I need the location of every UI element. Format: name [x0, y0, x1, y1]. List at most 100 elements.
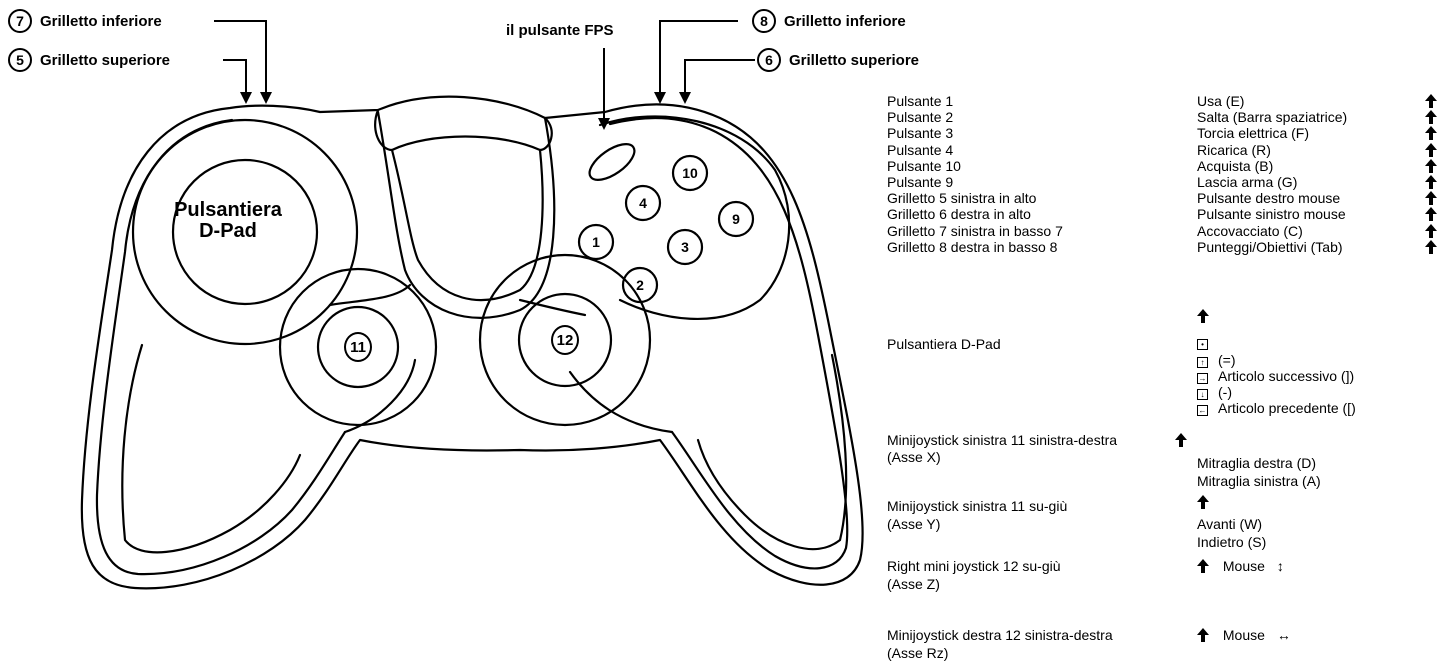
arrow-icon: [1175, 432, 1187, 448]
arrow-icon: [1425, 109, 1437, 125]
callout-label: Grilletto inferiore: [40, 12, 162, 30]
button-10: [671, 154, 709, 192]
left-stick-x-action1: Mitraglia destra (D): [1197, 455, 1317, 471]
mapping-action: Accovacciato (C): [1197, 223, 1303, 239]
dpad-down-row: ↓ (-): [1197, 384, 1232, 400]
button-2-label: 2: [636, 277, 644, 293]
dpad-up-icon: ↑: [1197, 357, 1208, 368]
right-stick-rz-axis: (Asse Rz): [887, 645, 949, 661]
mapping-action: Ricarica (R): [1197, 142, 1271, 158]
right-stick-z-axis: (Asse Z): [887, 576, 940, 592]
callout-number: 7: [8, 9, 32, 33]
left-stick-y-action1: Avanti (W): [1197, 516, 1263, 532]
fps-button: [588, 143, 636, 181]
right-stick-rz-control: Minijoystick destra 12 sinistra-destra: [887, 627, 1113, 643]
mapping-control: Pulsante 10: [887, 158, 961, 174]
left-stick-number: 11: [344, 332, 372, 362]
mapping-control: Pulsante 3: [887, 125, 954, 141]
button-3-label: 3: [681, 239, 689, 255]
mapping-action: Lascia arma (G): [1197, 174, 1298, 190]
button-4-label: 4: [639, 195, 647, 211]
mapping-control: Grilletto 6 destra in alto: [887, 206, 1031, 222]
mapping-table: Pulsante 1 Usa (E) Pulsante 2 Salta (Barra …: [887, 93, 1437, 663]
callout-number: 8: [752, 9, 776, 33]
left-stick-pod: [278, 267, 438, 427]
dpad-label-line2: D-Pad: [199, 220, 257, 242]
right-stick-z-control: Right mini joystick 12 su-giù: [887, 558, 1061, 574]
button-1-label: 1: [592, 234, 600, 250]
right-stick-rz-action: Mouse: [1222, 627, 1265, 643]
callout-arrowheads: [240, 92, 691, 130]
dpad-left-row: ←Articolo precedente ([): [1197, 400, 1356, 416]
button-2: [621, 266, 659, 304]
mapping-control: Pulsante 2: [887, 109, 954, 125]
arrow-icon: [1425, 158, 1437, 174]
callout-label: Grilletto superiore: [789, 51, 920, 69]
mapping-control: Grilletto 7 sinistra in basso 7: [887, 223, 1063, 239]
arrow-icon: [1197, 559, 1209, 573]
callout-lower-trigger-right: 8 Grilletto inferiore: [752, 6, 906, 36]
dpad-pod-outer: [131, 118, 359, 346]
arrow-icon: [1425, 142, 1437, 158]
mapping-control: Pulsante 4: [887, 142, 954, 158]
mapping-action: Usa (E): [1197, 93, 1245, 109]
right-stick-z-action-row: Mouse ↕: [1197, 558, 1284, 574]
callout-label: Grilletto inferiore: [784, 12, 906, 30]
dpad-down-action: (-): [1218, 384, 1232, 400]
mapping-control: Pulsante 9: [887, 174, 954, 190]
callout-upper-trigger-right: 6 Grilletto superiore: [757, 45, 919, 75]
button-4: [624, 184, 662, 222]
callout-fps-button: il pulsante FPS: [506, 22, 614, 39]
left-stick-label: 11: [344, 332, 372, 362]
mapping-control: Grilletto 8 destra in basso 8: [887, 239, 1058, 255]
right-stick-z-action: Mouse: [1222, 558, 1265, 574]
button-1: [577, 223, 615, 261]
button-10-label: 10: [682, 165, 698, 181]
mapping-action: Salta (Barra spaziatrice): [1197, 109, 1348, 125]
arrow-icon: [1425, 206, 1437, 222]
horizontal-arrows-icon: ↔: [1276, 627, 1291, 643]
dpad-right-icon: →: [1197, 373, 1208, 384]
callout-leaders: [214, 20, 755, 122]
callout-label: Grilletto superiore: [40, 51, 171, 69]
dpad-up-action: (=): [1218, 352, 1236, 368]
right-stick-number: 12: [551, 325, 579, 355]
mapping-action: Punteggi/Obiettivi (Tab): [1197, 239, 1343, 255]
dpad-left-action: Articolo precedente ([): [1218, 400, 1356, 416]
left-stick-y-axis: (Asse Y): [887, 516, 941, 532]
arrow-icon: [1425, 190, 1437, 206]
arrow-icon: [1425, 174, 1437, 190]
dpad-label: Pulsantiera D-Pad: [168, 200, 288, 242]
gamepad-body-outline: [80, 95, 864, 590]
mapping-control: Pulsante 1: [887, 93, 954, 109]
dpad-right-row: → Articolo successivo (]): [1197, 368, 1354, 384]
left-stick-x-control: Minijoystick sinistra 11 sinistra-destra: [887, 432, 1118, 448]
vertical-arrows-icon: ↕: [1276, 558, 1284, 574]
mapping-action: Torcia elettrica (F): [1197, 125, 1310, 141]
left-stick-circle: [316, 305, 400, 389]
dpad-down-icon: ↓: [1197, 389, 1208, 400]
callout-number: 5: [8, 48, 32, 72]
left-stick-x-action2: Mitraglia sinistra (A): [1197, 473, 1321, 489]
arrow-icon: [1425, 239, 1437, 255]
mapping-action: Pulsante sinistro mouse: [1197, 206, 1346, 222]
arrow-icon: [1197, 628, 1209, 642]
arrow-icon: [1425, 223, 1437, 239]
dpad-right-action: Articolo successivo (]): [1218, 368, 1355, 384]
left-stick-y-control: Minijoystick sinistra 11 su-giù: [887, 498, 1068, 514]
arrow-icon: [1425, 93, 1437, 109]
button-3: [666, 228, 704, 266]
callout-number: 6: [757, 48, 781, 72]
right-stick-pod: [478, 253, 652, 427]
right-stick-rz-action-row: Mouse ↔: [1197, 627, 1291, 643]
mapping-action: Acquista (B): [1197, 158, 1274, 174]
callout-upper-trigger-left: 5 Grilletto superiore: [8, 45, 170, 75]
arrow-icon: [1197, 308, 1209, 324]
dpad-circle: [171, 158, 319, 306]
gamepad-body-inner: [95, 118, 347, 576]
right-stick-label: 12: [551, 325, 579, 355]
arrow-icon: [1425, 125, 1437, 141]
mapping-control: Grilletto 5 sinistra in alto: [887, 190, 1037, 206]
